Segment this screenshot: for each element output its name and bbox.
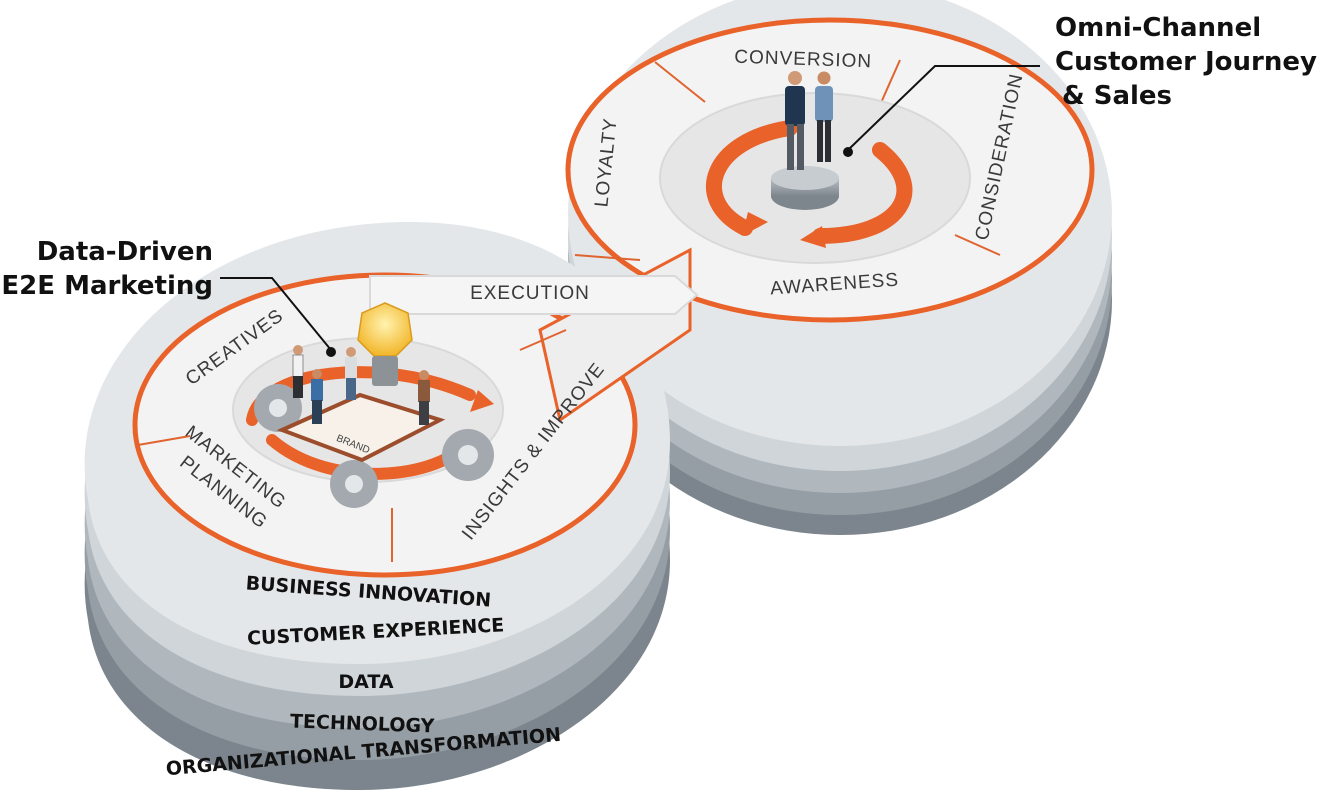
left-lobe-dividers bbox=[137, 329, 567, 562]
customer-figures bbox=[785, 71, 833, 170]
callout-data-driven: Data-Driven E2E Marketing bbox=[1, 237, 336, 357]
brand-board bbox=[276, 392, 446, 463]
gear-icon bbox=[254, 384, 494, 508]
callout-omni-channel: Omni-Channel Customer Journey & Sales bbox=[843, 13, 1317, 157]
right-lobe-dividers bbox=[574, 59, 1001, 261]
callout-data-dot bbox=[326, 347, 336, 357]
right-arrowhead-2 bbox=[800, 226, 826, 248]
infinity-top-surface: CONVERSION CONSIDERATION AWARENESS LOYAL… bbox=[132, 17, 1095, 578]
right-arrowhead-1 bbox=[742, 212, 768, 236]
execution-arrow bbox=[369, 275, 699, 315]
callout-omni-line-3: & Sales bbox=[1062, 81, 1172, 111]
callout-omni-dot bbox=[843, 147, 853, 157]
callout-data-line-1: Data-Driven bbox=[37, 237, 213, 267]
callout-data-leader bbox=[220, 277, 332, 351]
callout-data-line-2: E2E Marketing bbox=[1, 271, 213, 301]
pedestal-top bbox=[771, 166, 839, 190]
layer-label-technology: TECHNOLOGY bbox=[290, 710, 435, 737]
right-cycle-arrows bbox=[706, 120, 913, 244]
left-arrowhead-1 bbox=[470, 390, 494, 412]
segment-execution: EXECUTION bbox=[470, 283, 590, 304]
callout-omni-line-2: Customer Journey bbox=[1055, 47, 1317, 77]
segment-conversion: CONVERSION bbox=[734, 47, 872, 73]
callout-omni-leader bbox=[847, 65, 1040, 151]
layer-label-data: DATA bbox=[338, 671, 393, 693]
callout-omni-line-1: Omni-Channel bbox=[1055, 13, 1261, 43]
team-figures bbox=[292, 345, 430, 425]
lightbulb-icon bbox=[357, 302, 413, 386]
